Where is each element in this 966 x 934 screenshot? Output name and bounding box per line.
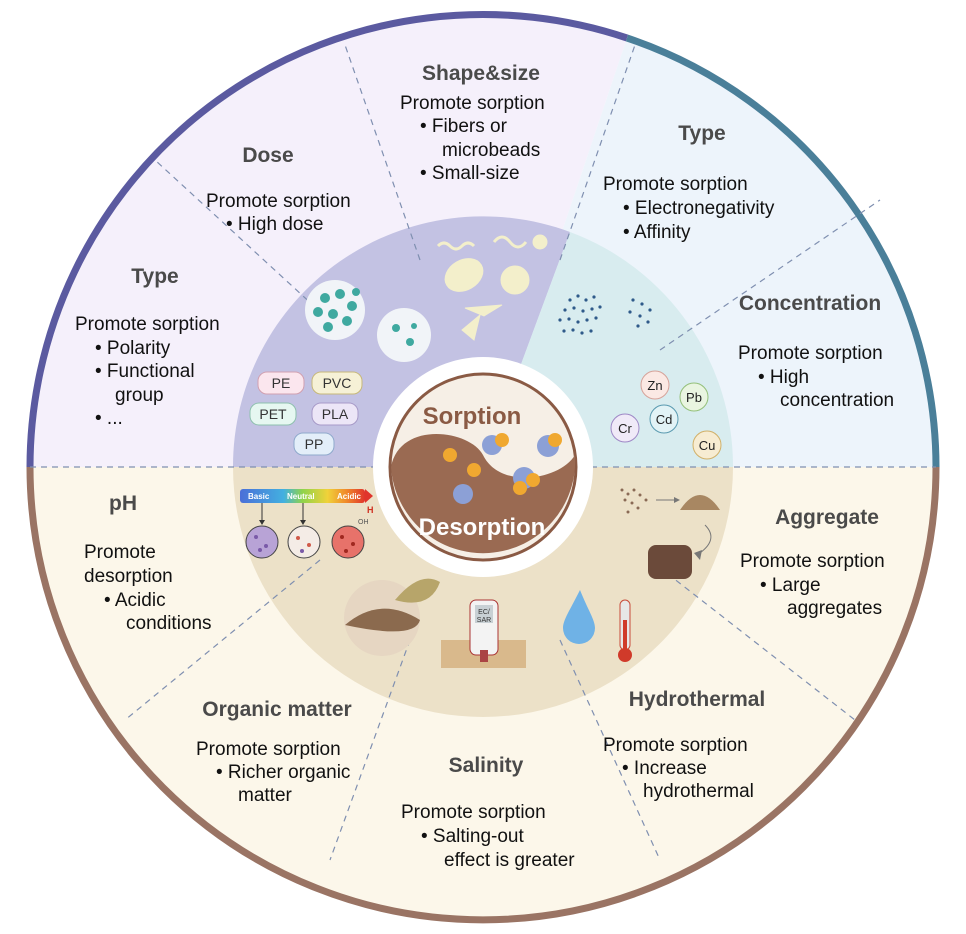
svg-text:Promote sorption: Promote sorption (400, 93, 545, 114)
polymer-pp: PP (305, 436, 324, 452)
svg-text:• Large: • Large (760, 575, 821, 596)
dot-pattern-icon (558, 294, 652, 335)
section-type-metal: Type Promote sorption • Electronegativit… (603, 122, 775, 243)
metal-zn: Zn (647, 378, 662, 393)
polymer-pla: PLA (322, 406, 349, 422)
section-organic-matter: Organic matter Promote sorption • Richer… (196, 698, 352, 806)
polymer-chips: PE PVC PET PLA PP (249, 371, 363, 456)
svg-text:Aggregate: Aggregate (775, 506, 879, 529)
svg-text:Type: Type (131, 265, 178, 288)
svg-text:Promote sorption: Promote sorption (75, 314, 220, 335)
desorption-label: Desorption (419, 514, 546, 541)
svg-text:• Richer organic: • Richer organic (216, 762, 350, 783)
section-salinity: Salinity Promote sorption • Salting-out … (401, 754, 575, 871)
svg-text:desorption: desorption (84, 566, 173, 587)
ph-neutral-label: Neutral (287, 492, 315, 501)
metal-pb: Pb (686, 390, 702, 405)
svg-text:• Acidic: • Acidic (104, 590, 166, 611)
section-shape-size: Shape&size Promote sorption • Fibers or … (400, 62, 545, 184)
soil-leaf-icon (344, 578, 440, 656)
svg-text:• Electronegativity: • Electronegativity (623, 198, 775, 219)
water-drop-icon (563, 590, 595, 644)
section-aggregate: Aggregate Promote sorption • Large aggre… (740, 506, 885, 619)
outer-ring-top-left (26, 11, 629, 468)
svg-text:conditions: conditions (126, 613, 212, 634)
desorption-shape (391, 433, 576, 554)
polymer-pe: PE (272, 375, 291, 391)
ph-h-label: H (367, 505, 374, 515)
svg-text:aggregates: aggregates (787, 598, 882, 619)
section-hydrothermal: Hydrothermal Promote sorption • Increase… (603, 688, 765, 802)
soil-aggregate-icon (620, 488, 720, 579)
svg-text:Shape&size: Shape&size (422, 62, 540, 85)
svg-text:Promote sorption: Promote sorption (740, 551, 885, 572)
section-concentration: Concentration Promote sorption • High co… (738, 292, 894, 411)
svg-text:pH: pH (109, 492, 137, 515)
section-type-microplastic: Type Promote sorption • Polarity • Funct… (75, 265, 220, 429)
polymer-pvc: PVC (323, 375, 352, 391)
svg-text:• High dose: • High dose (226, 214, 324, 235)
polymer-pet: PET (259, 406, 287, 422)
svg-text:Hydrothermal: Hydrothermal (629, 688, 766, 711)
metal-cr: Cr (618, 421, 632, 436)
svg-text:concentration: concentration (780, 390, 894, 411)
svg-text:• Functional: • Functional (95, 361, 195, 382)
ph-scale-icon: Basic Neutral Acidic H OH (240, 489, 374, 559)
svg-text:Salinity: Salinity (449, 754, 524, 777)
meter-label-top: EC/ (478, 609, 490, 616)
svg-text:Organic matter: Organic matter (202, 698, 351, 721)
svg-text:Concentration: Concentration (739, 292, 881, 315)
ph-acidic-label: Acidic (337, 492, 362, 501)
ph-basic-label: Basic (248, 492, 270, 501)
svg-text:group: group (115, 385, 164, 406)
svg-text:Promote sorption: Promote sorption (206, 191, 351, 212)
metal-chips: Zn Pb Cd Cr Cu (610, 370, 722, 460)
svg-text:• Polarity: • Polarity (95, 338, 171, 359)
svg-text:Type: Type (678, 122, 725, 145)
ph-oh-label: OH (358, 519, 369, 526)
svg-text:Promote sorption: Promote sorption (738, 343, 883, 364)
svg-text:• Small-size: • Small-size (420, 163, 520, 184)
microplastic-dose-icon (305, 280, 431, 362)
svg-text:• Increase: • Increase (622, 758, 707, 779)
svg-text:hydrothermal: hydrothermal (643, 781, 754, 802)
thermometer-icon (618, 599, 632, 662)
outer-ring-bottom (26, 466, 940, 924)
metal-cd: Cd (656, 412, 673, 427)
svg-text:Promote sorption: Promote sorption (603, 735, 748, 756)
svg-text:• Fibers or: • Fibers or (420, 116, 508, 137)
svg-text:• ...: • ... (95, 408, 123, 429)
svg-text:microbeads: microbeads (442, 140, 540, 161)
section-ph: pH Promote desorption • Acidic condition… (84, 492, 212, 634)
svg-text:Promote sorption: Promote sorption (401, 802, 546, 823)
svg-text:effect is greater: effect is greater (444, 850, 575, 871)
metal-cu: Cu (699, 438, 716, 453)
outer-ring-top-right (625, 34, 940, 468)
fiber-shape-icon (436, 234, 548, 341)
svg-text:• Affinity: • Affinity (623, 222, 691, 243)
svg-text:matter: matter (238, 785, 293, 806)
svg-text:Promote sorption: Promote sorption (196, 739, 341, 760)
svg-text:• Salting-out: • Salting-out (421, 826, 524, 847)
salinity-meter-icon: EC/ SAR (441, 599, 526, 668)
svg-text:• High: • High (758, 367, 809, 388)
svg-text:Promote sorption: Promote sorption (603, 174, 748, 195)
center-particles (443, 433, 562, 504)
svg-text:Dose: Dose (242, 144, 293, 167)
section-dose: Dose Promote sorption • High dose (206, 144, 351, 235)
meter-label-bottom: SAR (477, 617, 491, 624)
sorption-label: Sorption (423, 403, 522, 430)
svg-text:Promote: Promote (84, 542, 156, 563)
